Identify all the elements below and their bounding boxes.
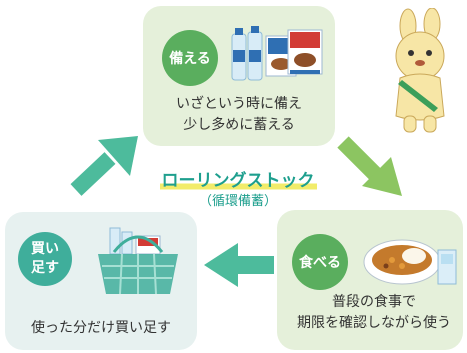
cycle-subtitle: （循環備蓄） (198, 194, 277, 209)
arrow-up-right (70, 136, 138, 196)
rabbit-mascot-icon (395, 8, 445, 133)
badge-eat-label: 食べる (299, 255, 341, 271)
step-eat-description: 普段の食事で 期限を確認しながら使う (284, 292, 464, 334)
badge-prepare-label: 備える (169, 51, 211, 67)
curry-rice-and-water-glass-icon (363, 239, 457, 285)
arrow-left (204, 243, 274, 287)
step-restock-line1: 使った分だけ買い足す (31, 320, 171, 336)
step-prepare-line1: いざという時に備え (176, 96, 302, 112)
badge-restock: 買い 足す (18, 232, 72, 286)
step-prepare-description: いざという時に備え 少し多めに蓄える (143, 94, 335, 136)
badge-restock-label-line1: 買い (31, 241, 59, 257)
step-prepare-line2: 少し多めに蓄える (183, 117, 295, 133)
badge-prepare: 備える (162, 30, 218, 86)
step-eat-line2: 期限を確認しながら使う (297, 315, 451, 331)
water-bottles-and-retort-food-icon (231, 26, 323, 81)
arrow-down-right (337, 136, 402, 196)
badge-eat: 食べる (292, 234, 348, 290)
step-eat-line1: 普段の食事で (332, 294, 416, 310)
cycle-title: ローリングストック (138, 166, 338, 191)
step-restock-description: 使った分だけ買い足す (5, 318, 197, 339)
badge-restock-label-line2: 足す (31, 260, 59, 276)
cycle-title-text: ローリングストック (159, 171, 317, 191)
shopping-basket-icon (98, 227, 178, 295)
